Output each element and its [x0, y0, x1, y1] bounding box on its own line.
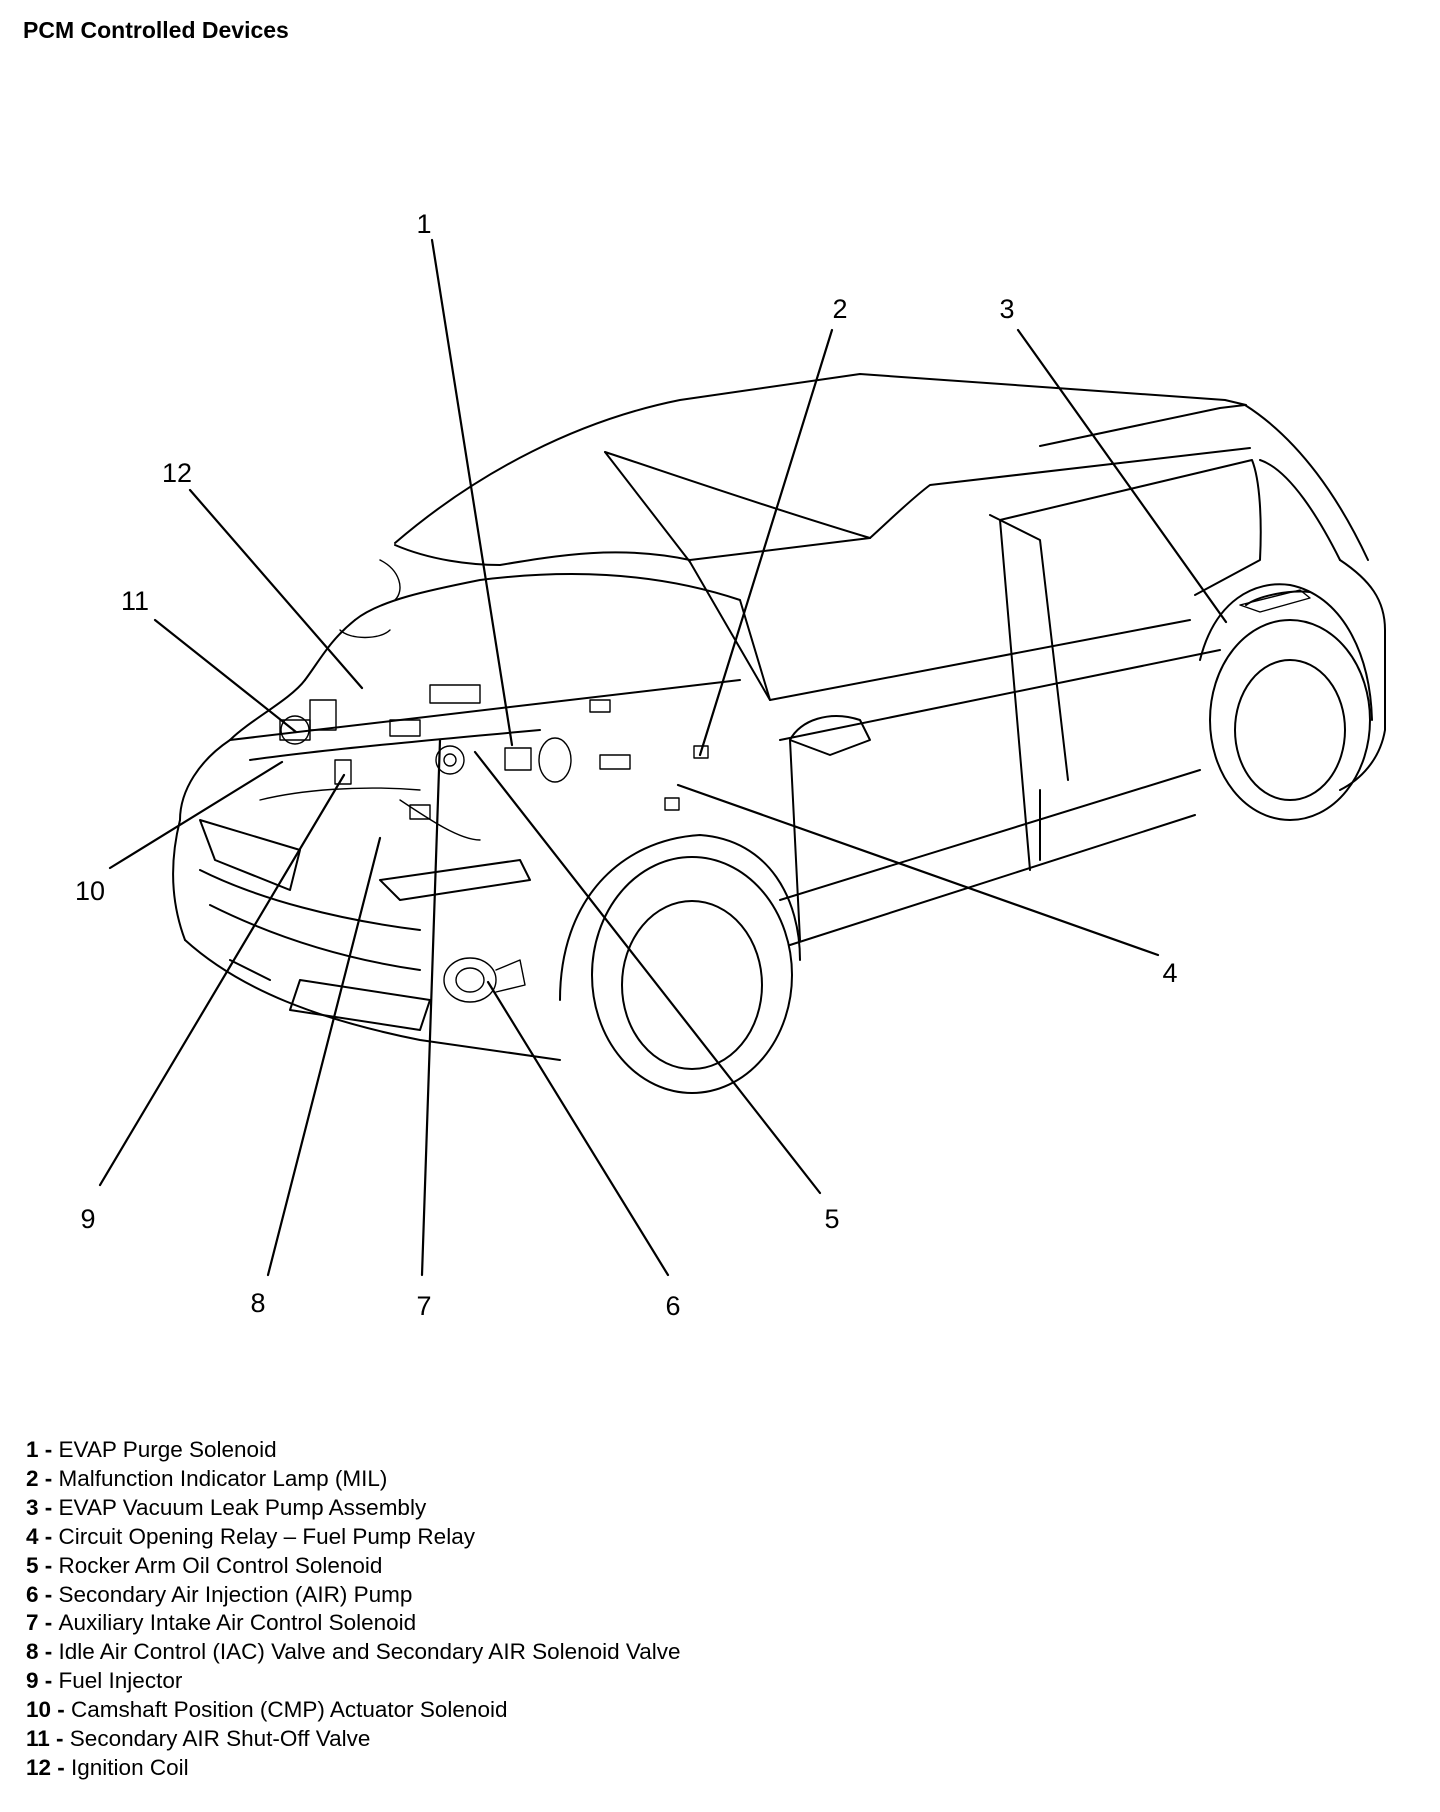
legend-text: Camshaft Position (CMP) Actuator Solenoi… [71, 1697, 508, 1723]
leader-line-10 [108, 760, 284, 870]
callout-4: 4 [1162, 958, 1177, 988]
legend-text: Ignition Coil [71, 1754, 189, 1780]
legend-item: 1 - EVAP Purge Solenoid [26, 1437, 277, 1462]
legend-item: 12 - Ignition Coil [26, 1754, 189, 1780]
legend-number: 7 [26, 1610, 39, 1636]
legend-text: Auxiliary Intake Air Control Solenoid [58, 1610, 417, 1636]
leader-line-4 [676, 783, 1160, 957]
callout-11: 11 [121, 586, 149, 616]
legend-text: Secondary AIR Shut-Off Valve [69, 1726, 371, 1752]
leader-line-5 [473, 750, 822, 1195]
leader-line-1 [430, 238, 514, 747]
legend-text: Secondary Air Injection (AIR) Pump [58, 1581, 413, 1607]
callout-6: 6 [665, 1291, 680, 1321]
legend-item: 9 - Fuel Injector [26, 1668, 183, 1694]
legend-text: Malfunction Indicator Lamp (MIL) [58, 1465, 388, 1491]
legend-item: 6 - Secondary Air Injection (AIR) Pump [26, 1581, 413, 1607]
legend-number: 10 [26, 1697, 52, 1723]
legend-item: 4 - Circuit Opening Relay – Fuel Pump Re… [26, 1523, 475, 1549]
legend-item: 11 - Secondary AIR Shut-Off Valve [26, 1726, 371, 1752]
legend-item: 3 - EVAP Vacuum Leak Pump Assembly [26, 1494, 427, 1520]
legend-number: 8 [26, 1639, 39, 1665]
vehicle-outline [172, 373, 1386, 1094]
legend-text: EVAP Purge Solenoid [58, 1437, 277, 1462]
callout-9: 9 [80, 1204, 95, 1234]
legend-item: 5 - Rocker Arm Oil Control Solenoid [26, 1552, 383, 1578]
page-title: PCM Controlled Devices [23, 17, 289, 43]
legend-text: Rocker Arm Oil Control Solenoid [58, 1552, 383, 1578]
legend-item: 7 - Auxiliary Intake Air Control Solenoi… [26, 1610, 417, 1636]
legend-text: Circuit Opening Relay – Fuel Pump Relay [58, 1523, 475, 1549]
legend-number: 11 [26, 1726, 50, 1752]
callout-12: 12 [162, 458, 192, 488]
callout-3: 3 [999, 294, 1014, 324]
legend-item: 8 - Idle Air Control (IAC) Valve and Sec… [26, 1639, 681, 1665]
legend-number: 3 [26, 1494, 39, 1520]
leader-line-6 [486, 980, 670, 1277]
callout-10: 10 [75, 876, 105, 906]
legend-text: Idle Air Control (IAC) Valve and Seconda… [58, 1639, 681, 1665]
callout-5: 5 [824, 1204, 839, 1234]
leader-line-8 [266, 836, 382, 1277]
leader-line-11 [153, 618, 298, 734]
legend-item: 2 - Malfunction Indicator Lamp (MIL) [26, 1465, 388, 1491]
legend-number: 6 [26, 1581, 39, 1607]
legend-number: 2 [26, 1465, 39, 1491]
callout-8: 8 [250, 1288, 265, 1318]
leader-line-12 [188, 488, 364, 690]
callout-7: 7 [416, 1291, 431, 1321]
legend-text: Fuel Injector [58, 1668, 183, 1694]
leader-line-7 [420, 738, 442, 1277]
legend-number: 12 [26, 1754, 52, 1780]
callout-2: 2 [832, 294, 847, 324]
callout-1: 1 [416, 209, 431, 239]
legend-number: 1 [26, 1437, 39, 1462]
callout-labels: 1 2 3 4 5 6 7 8 9 10 11 12 [75, 209, 1178, 1321]
legend-list: 1 - EVAP Purge Solenoid 2 - Malfunction … [26, 1436, 681, 1783]
leader-line-9 [98, 773, 346, 1187]
leader-lines [98, 238, 1228, 1277]
legend-item: 10 - Camshaft Position (CMP) Actuator So… [26, 1697, 508, 1723]
leader-line-2 [698, 328, 834, 757]
legend-number: 4 [26, 1523, 39, 1549]
leader-line-3 [1016, 328, 1228, 624]
legend-text: EVAP Vacuum Leak Pump Assembly [58, 1494, 427, 1520]
legend-number: 5 [26, 1552, 39, 1578]
legend-number: 9 [26, 1668, 39, 1694]
